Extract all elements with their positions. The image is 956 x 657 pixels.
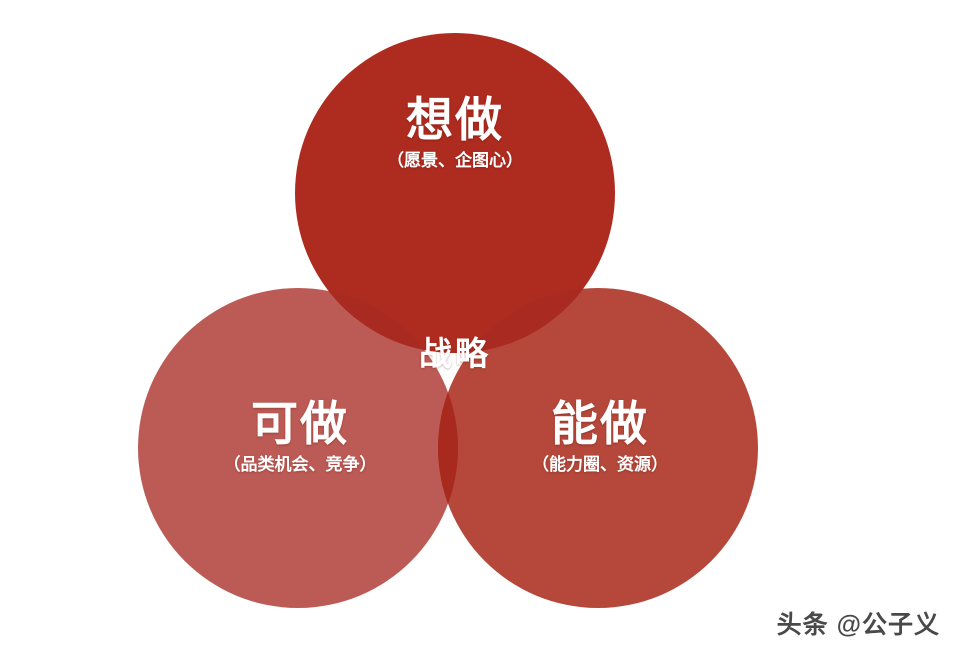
watermark: 头条 @公子义	[776, 611, 940, 639]
circle-top	[295, 33, 615, 353]
circle-right	[438, 288, 758, 608]
circle-left	[138, 288, 458, 608]
